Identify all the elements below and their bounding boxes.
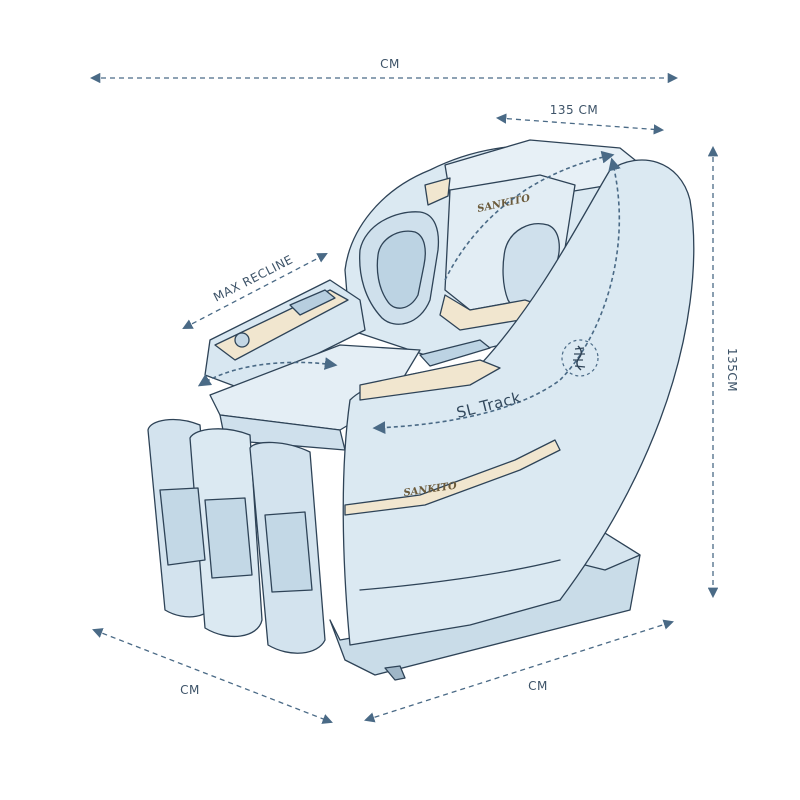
back-arc — [444, 150, 615, 281]
top-width-label: CM — [380, 57, 400, 71]
calf-pad-2 — [204, 497, 253, 579]
headrest-width-label: 135 CM — [550, 103, 598, 117]
side-panel-accent-lower — [344, 439, 561, 516]
armrest-knob — [234, 332, 250, 348]
spine-icon — [561, 339, 599, 377]
height-label: 135CM — [725, 348, 739, 392]
calf-pad-3 — [264, 511, 313, 593]
side-panel-inner-curve — [359, 559, 561, 591]
front-depth-line — [92, 628, 333, 724]
headrest-width-line — [495, 113, 665, 135]
max-recline-label: MAX RECLINE — [211, 252, 295, 304]
recline-curve — [197, 357, 338, 387]
chair-illustration — [147, 139, 695, 681]
sl-track-curve — [372, 157, 621, 434]
dimension-lines — [89, 72, 719, 724]
calf-pad-1 — [159, 487, 206, 566]
front-depth-label: CM — [180, 683, 200, 697]
side-length-label: CM — [528, 679, 548, 693]
sl-track-indicator — [197, 150, 621, 434]
